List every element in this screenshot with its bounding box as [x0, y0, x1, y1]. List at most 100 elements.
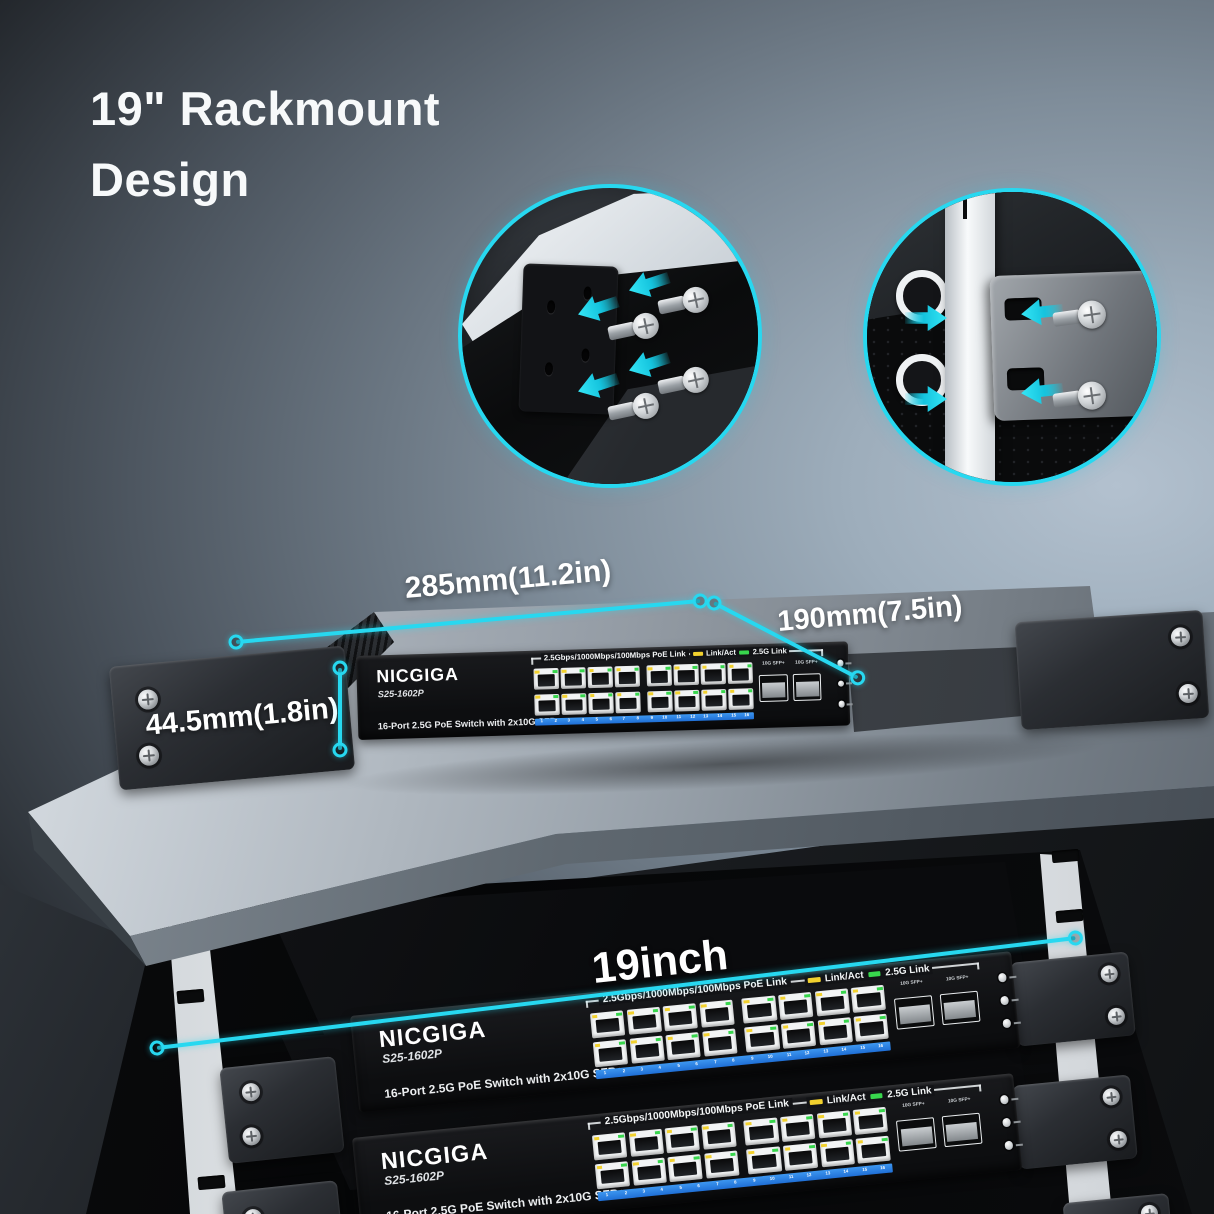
sfp-label: 10G SFP+ — [947, 1097, 971, 1105]
rj45-port — [615, 691, 641, 713]
link-led — [842, 1112, 849, 1117]
link-led — [693, 1156, 700, 1161]
ear-screw — [241, 1126, 262, 1147]
link-led — [878, 1108, 885, 1113]
port-column — [614, 666, 641, 713]
port-number: 11 — [676, 715, 682, 721]
sfp-cage — [939, 990, 981, 1025]
rj45-port — [816, 1110, 852, 1139]
poe-led — [562, 694, 567, 698]
link-led — [552, 669, 558, 674]
rail-mount-slot — [197, 1174, 226, 1191]
mounting-plate — [518, 263, 619, 415]
link-led — [692, 665, 698, 669]
rj45-port — [662, 1003, 699, 1031]
rj45-port — [701, 1028, 738, 1057]
link-led — [580, 694, 585, 698]
port-column — [664, 1125, 704, 1182]
sfp-label: 10G SFP+ — [795, 659, 819, 666]
poe-led — [854, 1111, 861, 1116]
link-led — [579, 669, 585, 673]
sfp-slot: 10G SFP+ — [892, 979, 936, 1041]
headline-line1: 19" Rackmount — [90, 82, 441, 135]
rail-mount-slot — [1055, 908, 1084, 924]
sfp-slot: 10G SFP+ — [759, 660, 789, 711]
ear-screw — [1107, 1007, 1126, 1026]
screw-hole — [544, 361, 554, 376]
port-number: 10 — [767, 1055, 774, 1060]
rj45-port — [728, 687, 754, 710]
poe-led — [593, 1136, 600, 1141]
port-number: 8 — [732, 1058, 736, 1064]
rj45-port — [743, 1117, 780, 1146]
link-led — [730, 1152, 736, 1157]
link-led — [634, 667, 639, 671]
link-led — [652, 1008, 659, 1013]
poe-led — [784, 1147, 791, 1152]
link-led — [879, 1015, 886, 1020]
link-led — [654, 1130, 661, 1135]
port-column — [778, 992, 817, 1049]
poe-led — [591, 1014, 598, 1019]
dimension-endpoint — [227, 633, 245, 651]
link-led — [693, 690, 698, 695]
indicator-led — [1002, 1117, 1012, 1128]
rack-ear — [219, 1056, 345, 1164]
rj45-port — [817, 1017, 853, 1045]
status-leds — [1000, 1095, 1014, 1150]
port-number: 14 — [841, 1048, 847, 1053]
rj45-port — [592, 1039, 629, 1068]
port-number: 1 — [605, 1193, 609, 1199]
sfp-cage — [896, 1116, 937, 1152]
port-column — [673, 664, 700, 712]
rj45-port — [673, 664, 699, 687]
port-number: 15 — [859, 1046, 866, 1051]
poe-led — [729, 664, 734, 668]
legend-swatch-icon — [739, 650, 750, 655]
port-number: 10 — [769, 1177, 776, 1182]
port-number: 6 — [609, 717, 612, 723]
port-column — [591, 1132, 631, 1190]
indicator-led — [1002, 1018, 1012, 1028]
port-column — [589, 1010, 629, 1068]
sfp-label: 10G SFP+ — [902, 1101, 926, 1109]
rj45-port — [699, 999, 735, 1028]
link-led — [881, 1137, 888, 1142]
rj45-port — [561, 692, 587, 715]
rj45-port — [646, 665, 672, 687]
rj45-port — [629, 1036, 665, 1064]
link-led — [772, 1148, 779, 1153]
link-led — [634, 692, 640, 696]
poe-led — [630, 1133, 637, 1138]
link-led — [607, 693, 613, 697]
rj45-port — [780, 1114, 816, 1142]
poe-led — [669, 1158, 676, 1163]
indicator-led — [838, 700, 845, 708]
poe-led — [700, 1004, 707, 1009]
port-number: 11 — [786, 1053, 792, 1059]
port-number: 1 — [603, 1071, 607, 1077]
port-number: 6 — [695, 1062, 699, 1068]
link-led — [607, 668, 612, 672]
poe-led — [648, 692, 653, 696]
indicator-led — [1004, 1140, 1014, 1150]
rj45-port — [647, 690, 673, 713]
rj45-port — [852, 1107, 889, 1135]
poe-led — [705, 1155, 712, 1160]
rj45-port — [819, 1139, 855, 1167]
poe-led — [535, 695, 540, 699]
port-number: 4 — [658, 1066, 662, 1071]
poe-led — [782, 1025, 789, 1030]
product-description: 16-Port 2.5G PoE Switch with 2x10G SFP+ — [385, 1185, 626, 1214]
port-number: 7 — [714, 1060, 717, 1066]
poe-led — [821, 1143, 828, 1148]
poe-led — [596, 1165, 603, 1170]
callout-screw-mounting — [458, 184, 762, 488]
port-number: 11 — [788, 1175, 794, 1181]
indicator-led — [998, 973, 1008, 983]
link-led — [770, 1026, 777, 1031]
legend-swatch-icon — [809, 1098, 823, 1106]
port-column — [662, 1003, 702, 1060]
rail-mount-slot — [1051, 848, 1080, 864]
